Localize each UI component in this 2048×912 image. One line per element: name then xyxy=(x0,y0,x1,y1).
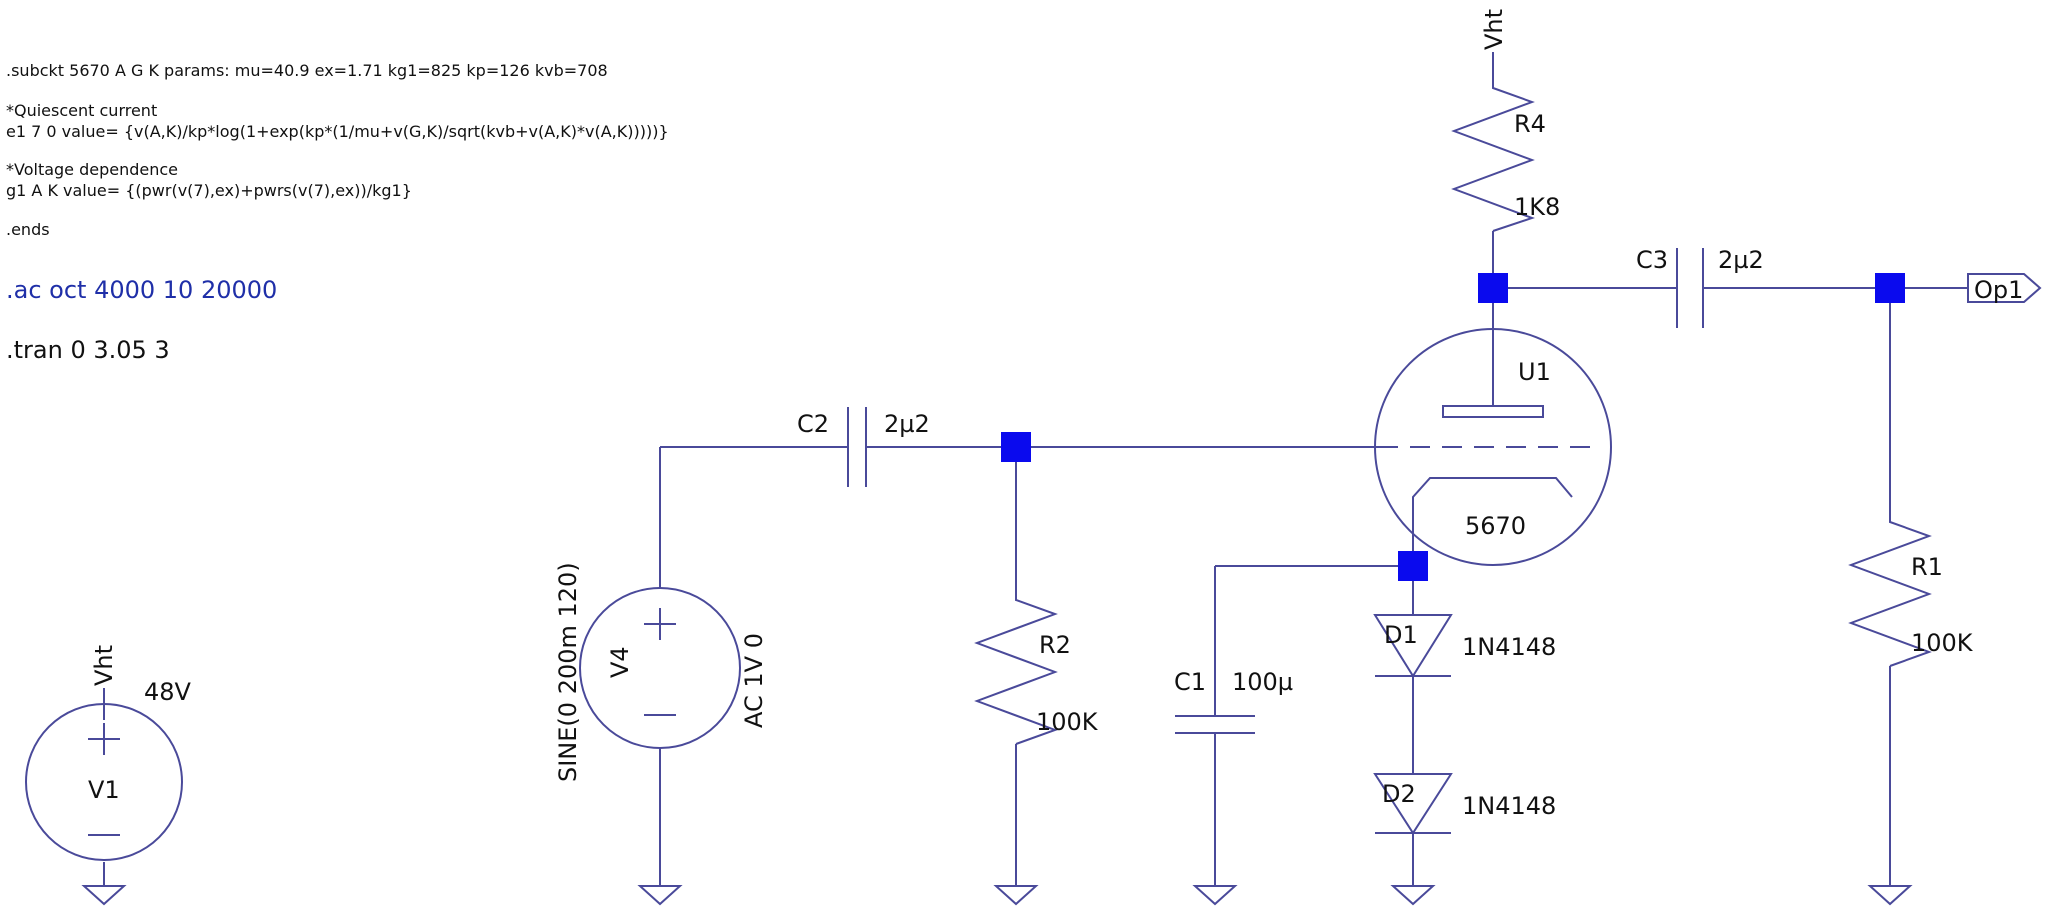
comment-quiescent: *Quiescent current xyxy=(6,101,157,120)
op1-flag xyxy=(1967,273,2042,303)
diode-d1[interactable]: D1 1N4148 xyxy=(1373,614,1556,678)
junctions xyxy=(1001,273,1905,581)
junction-plate[interactable] xyxy=(1478,273,1508,303)
d1-value: 1N4148 xyxy=(1462,633,1556,661)
junction-output[interactable] xyxy=(1875,273,1905,303)
r2-zigzag xyxy=(974,590,1058,745)
g1-line: g1 A K value= {(pwr(v(7),ex)+pwrs(v(7),e… xyxy=(6,181,412,200)
c3-value: 2µ2 xyxy=(1718,246,1764,274)
subckt-line: .subckt 5670 A G K params: mu=40.9 ex=1.… xyxy=(6,61,608,80)
r4-value: 1K8 xyxy=(1514,193,1560,221)
ground-v1[interactable] xyxy=(81,885,127,906)
wires xyxy=(103,52,1968,886)
op1-label: Op1 xyxy=(1974,276,2023,304)
v4-circle xyxy=(579,587,741,749)
capacitor-c2[interactable]: C2 2µ2 xyxy=(797,407,930,487)
junction-grid[interactable] xyxy=(1001,432,1031,462)
vht-label-top[interactable]: Vht xyxy=(1480,9,1508,50)
d2-value: 1N4148 xyxy=(1462,792,1556,820)
voltage-source-v1[interactable]: V1 48V Vht xyxy=(25,645,192,861)
resistor-r2[interactable]: R2 100K xyxy=(974,590,1099,745)
v4-sine-spec: SINE(0 200m 120) xyxy=(554,562,582,782)
u1-cathode xyxy=(1412,477,1573,510)
capacitor-c1[interactable]: C1 100µ xyxy=(1174,668,1293,734)
c3-name: C3 xyxy=(1636,246,1668,274)
ends-line: .ends xyxy=(6,220,50,239)
net-label-vht: Vht xyxy=(1480,9,1508,50)
grounds xyxy=(81,885,1913,906)
ac-directive[interactable]: .ac oct 4000 10 20000 xyxy=(6,276,277,304)
r4-zigzag xyxy=(1451,75,1536,232)
e1-line: e1 7 0 value= {v(A,K)/kp*log(1+exp(kp*(1… xyxy=(6,122,669,141)
u1-anode xyxy=(1442,405,1544,418)
comment-voltage: *Voltage dependence xyxy=(6,160,178,179)
voltage-source-v4[interactable]: V4 SINE(0 200m 120) AC 1V 0 xyxy=(554,562,768,782)
u1-value: 5670 xyxy=(1465,512,1526,540)
net-label-vht-v1: Vht xyxy=(90,645,118,686)
u1-name: U1 xyxy=(1518,358,1551,386)
output-port-op1[interactable]: Op1 xyxy=(1967,273,2042,304)
resistor-r1[interactable]: R1 100K xyxy=(1848,512,1974,667)
r1-name: R1 xyxy=(1911,553,1943,581)
capacitor-c3[interactable]: C3 2µ2 xyxy=(1636,246,1764,328)
c1-value: 100µ xyxy=(1232,668,1293,696)
c2-value: 2µ2 xyxy=(884,410,930,438)
c2-name: C2 xyxy=(797,410,829,438)
d2-name: D2 xyxy=(1382,780,1416,808)
diode-d2[interactable]: D2 1N4148 xyxy=(1373,773,1556,835)
d1-triangle xyxy=(1373,614,1453,678)
ground-v4[interactable] xyxy=(637,885,683,906)
r1-zigzag xyxy=(1848,512,1932,667)
r2-value: 100K xyxy=(1036,708,1099,736)
r4-name: R4 xyxy=(1514,110,1546,138)
v1-name: V1 xyxy=(88,776,120,804)
ground-r1[interactable] xyxy=(1867,885,1913,906)
d2-triangle xyxy=(1373,773,1453,835)
v4-name: V4 xyxy=(606,646,634,678)
c1-name: C1 xyxy=(1174,668,1206,696)
v1-circle xyxy=(25,703,183,861)
ground-d2[interactable] xyxy=(1390,885,1436,906)
tran-directive[interactable]: .tran 0 3.05 3 xyxy=(6,336,170,364)
r2-name: R2 xyxy=(1039,631,1071,659)
junction-cathode[interactable] xyxy=(1398,551,1428,581)
u1-envelope xyxy=(1374,328,1612,566)
ground-r2[interactable] xyxy=(993,885,1039,906)
d1-name: D1 xyxy=(1384,621,1418,649)
v1-value: 48V xyxy=(144,678,192,706)
r1-value: 100K xyxy=(1911,629,1974,657)
triode-u1[interactable]: U1 5670 xyxy=(1374,328,1612,566)
ground-c1[interactable] xyxy=(1192,885,1238,906)
resistor-r4[interactable]: R4 1K8 xyxy=(1451,75,1560,232)
v4-ac-spec: AC 1V 0 xyxy=(740,633,768,728)
spice-netlist: .subckt 5670 A G K params: mu=40.9 ex=1.… xyxy=(6,61,669,364)
